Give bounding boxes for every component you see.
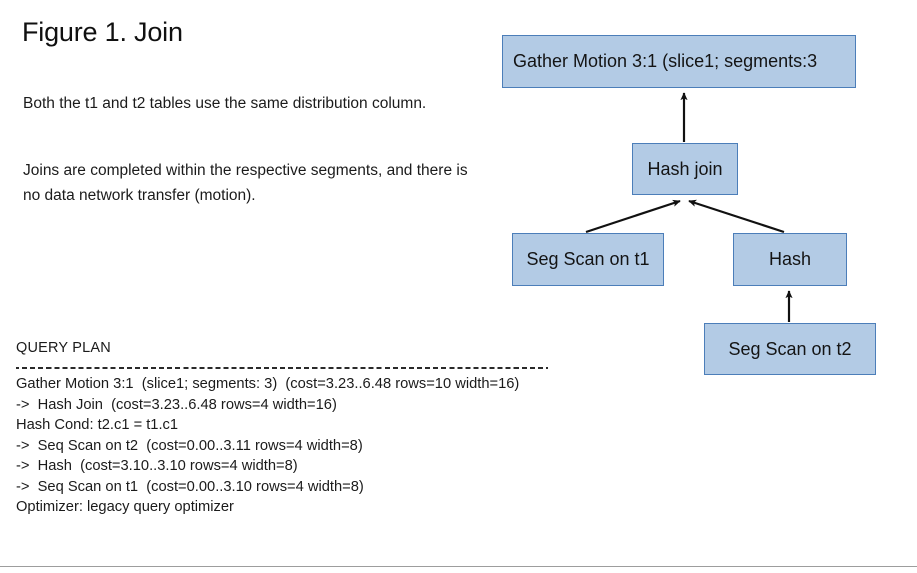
plan-node-seg-scan-t1[interactable]: Seg Scan on t1 xyxy=(512,233,664,286)
plan-node-seg-scan-t2-label: Seg Scan on t2 xyxy=(728,338,852,359)
description-paragraph-1: Both the t1 and t2 tables use the same d… xyxy=(23,95,427,112)
query-plan-line: -> Seq Scan on t2 (cost=0.00..3.11 rows=… xyxy=(16,437,363,454)
edge-segscan1-to-hashjoin xyxy=(585,199,681,234)
plan-node-gather-motion[interactable]: Gather Motion 3:1 (slice1; segments:3 xyxy=(502,35,856,88)
plan-node-seg-scan-t1-label: Seg Scan on t1 xyxy=(526,249,650,269)
query-plan-line: -> Seq Scan on t1 (cost=0.00..3.10 rows=… xyxy=(16,478,364,495)
query-plan-divider xyxy=(16,367,548,369)
query-plan-line: -> Hash Join (cost=3.23..6.48 rows=4 wid… xyxy=(16,396,337,413)
query-plan-line: Gather Motion 3:1 (slice1; segments: 3) … xyxy=(16,376,520,392)
plan-node-gather-motion-label: Gather Motion 3:1 (slice1; segments:3 xyxy=(513,51,818,71)
page-title: Figure 1. Join xyxy=(22,17,183,47)
query-plan-lines: Gather Motion 3:1 (slice1; segments: 3) … xyxy=(16,374,616,518)
plan-node-hash-label: Hash xyxy=(768,249,812,269)
edge-hash-to-hashjoin xyxy=(688,199,785,234)
query-plan-line: -> Hash (cost=3.10..3.10 rows=4 width=8) xyxy=(16,458,298,474)
plan-node-hash[interactable]: Hash xyxy=(733,233,847,286)
plan-node-hash-join-label: Hash join xyxy=(647,158,723,179)
query-plan-block: QUERY PLAN Gather Motion 3:1 (slice1; se… xyxy=(16,339,616,518)
query-plan-heading: QUERY PLAN xyxy=(16,340,111,356)
plan-node-hash-join[interactable]: Hash join xyxy=(632,143,738,195)
plan-node-seg-scan-t2[interactable]: Seg Scan on t2 xyxy=(704,323,876,375)
query-plan-line: Optimizer: legacy query optimizer xyxy=(16,499,234,515)
description-paragraph-2: Joins are completed within the respectiv… xyxy=(23,162,468,204)
footer-divider xyxy=(0,566,917,567)
query-plan-line: Hash Cond: t2.c1 = t1.c1 xyxy=(16,417,179,433)
